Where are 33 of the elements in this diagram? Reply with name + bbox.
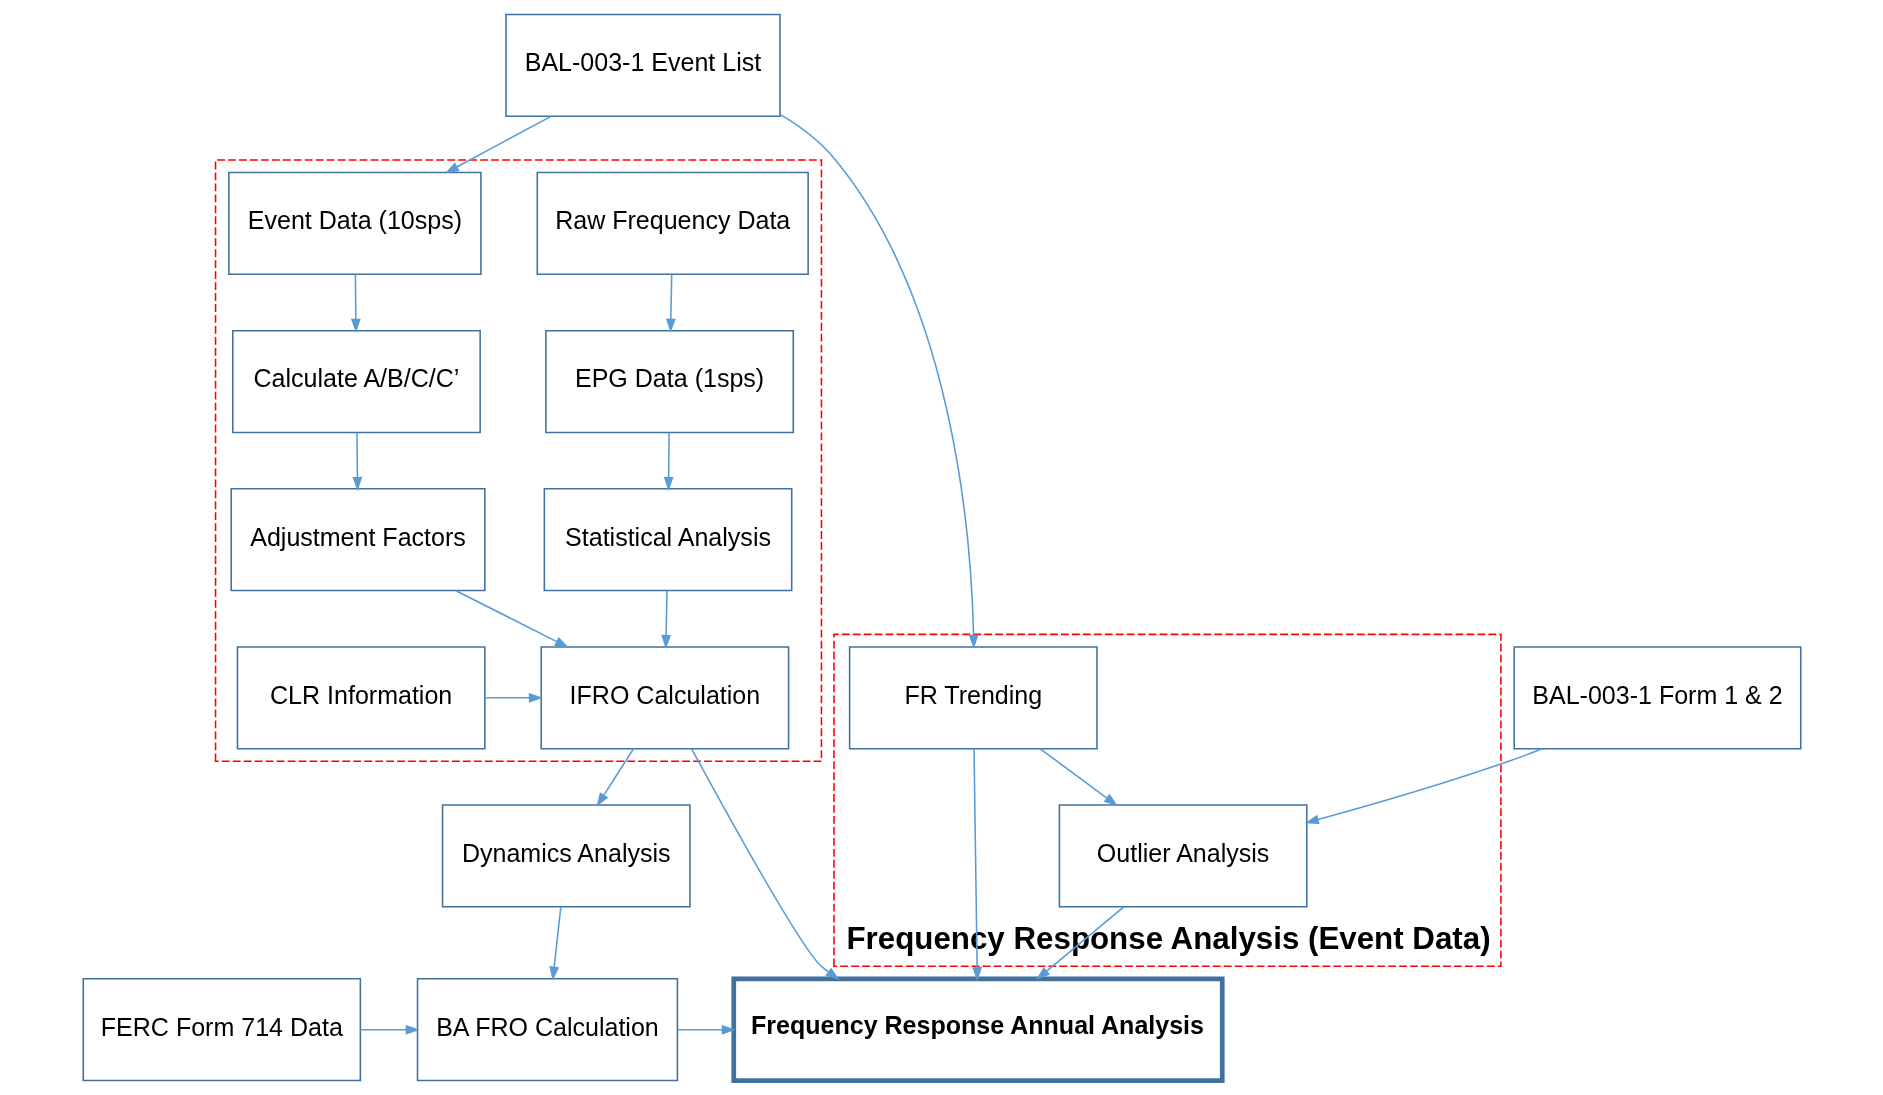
node-box: Frequency Response Annual Analysis [730, 976, 1225, 1083]
node-box: Outlier Analysis [1058, 804, 1308, 908]
arrow [350, 273, 361, 333]
arrow [454, 589, 569, 648]
node-box: BA FRO Calculation [416, 978, 678, 1082]
arrow [351, 431, 362, 491]
arrow [483, 692, 543, 703]
arrow [596, 748, 634, 807]
node-box: FR Trending [848, 646, 1098, 750]
node-box: Adjustment Factors [229, 488, 486, 592]
node-box: BAL-003-1 Event List [504, 13, 781, 117]
node-box: IFRO Calculation [539, 646, 789, 750]
node-box: Event Data (10sps) [227, 171, 482, 276]
arrow [660, 589, 671, 650]
arrow [548, 906, 562, 981]
node-box: CLR Information [236, 646, 486, 750]
arrow [676, 1024, 736, 1035]
node-box: Calculate A/B/C/C’ [231, 329, 481, 434]
arrow [971, 748, 982, 982]
node-box: Dynamics Analysis [441, 804, 691, 908]
arrow [690, 748, 840, 980]
arrow [663, 431, 674, 491]
node-box: FERC Form 714 Data [81, 978, 361, 1082]
arrow [665, 273, 676, 333]
arrow [1304, 748, 1543, 825]
node-box: Raw Frequency Data [536, 171, 809, 276]
node-box: Statistical Analysis [543, 488, 792, 592]
arrow [444, 115, 552, 174]
node-box: BAL-003-1 Form 1 & 2 [1512, 646, 1802, 750]
node-box: EPG Data (1sps) [544, 329, 794, 434]
arrow [778, 113, 979, 649]
arrow [359, 1024, 420, 1035]
arrow [1039, 748, 1118, 807]
